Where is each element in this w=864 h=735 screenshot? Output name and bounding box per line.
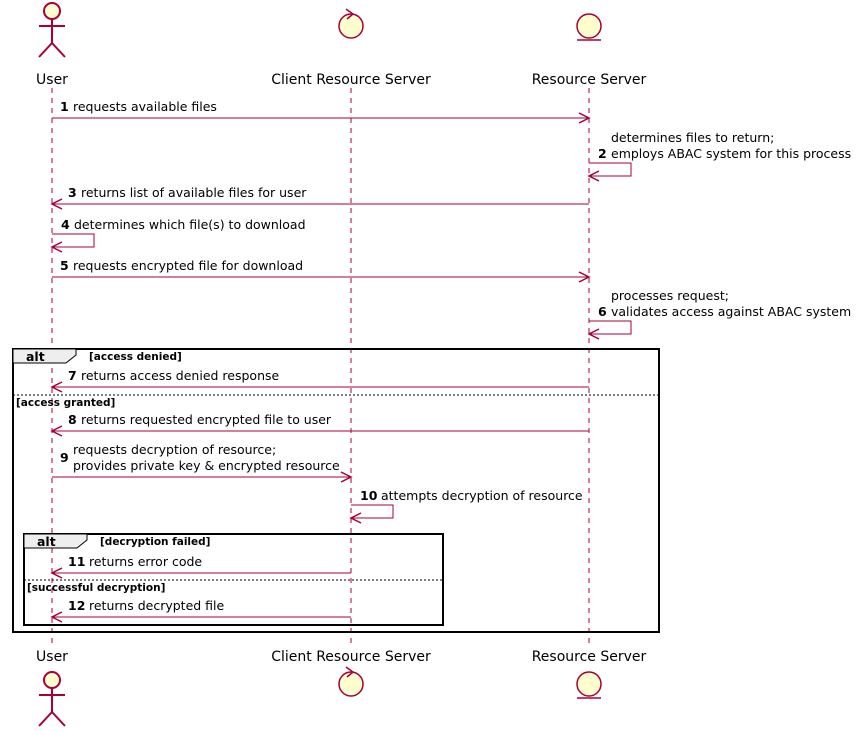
message-text: attempts decryption of resource <box>381 488 583 503</box>
message-text: returns access denied response <box>81 368 280 383</box>
participant-head-rs: Resource Server <box>532 13 647 88</box>
participant-head-crs: Client Resource Server <box>271 8 431 88</box>
arrowhead <box>50 425 63 437</box>
arrowhead <box>578 271 591 283</box>
message-number: 11 <box>68 554 85 569</box>
self-arrow <box>589 162 632 177</box>
message-number: 2 <box>598 146 607 161</box>
lifelines <box>51 88 590 645</box>
message-2: 2 determines files to return;employs ABAC… <box>587 130 851 182</box>
arrowhead <box>50 198 63 210</box>
participant-label-rs-bottom: Resource Server <box>532 649 647 665</box>
arrowhead <box>50 241 63 253</box>
message-number: 6 <box>598 304 607 319</box>
message-text: determines files to return; <box>611 130 774 145</box>
arrowhead <box>578 112 591 124</box>
fragment-else-guard: [access granted] <box>16 397 115 409</box>
message-number: 4 <box>61 217 70 232</box>
participant-foot-rs: Resource Server <box>532 649 647 699</box>
message-5: 5 requests encrypted file for download <box>52 258 591 283</box>
message-1: 1 requests available files <box>52 99 591 124</box>
message-text: requests encrypted file for download <box>73 258 303 273</box>
self-arrow <box>351 504 394 519</box>
arrowhead <box>50 567 63 579</box>
fragment-frames: alt [access denied] [access granted] alt [de… <box>12 348 660 633</box>
entity-icon <box>576 671 602 699</box>
fragment-tag-box <box>12 348 77 364</box>
actor-icon <box>38 671 66 727</box>
message-number: 10 <box>360 488 378 503</box>
arrowhead <box>50 611 63 623</box>
fragment-else-guard: [successful decryption] <box>27 582 165 594</box>
message-text: requests decryption of resource; <box>73 442 276 457</box>
entity-icon <box>576 13 602 41</box>
arrowhead <box>50 381 63 393</box>
fragment-tag: alt <box>26 349 45 364</box>
control-icon <box>338 666 364 697</box>
message-text: determines which file(s) to download <box>74 217 306 232</box>
fragment-guard: [access denied] <box>89 351 182 363</box>
message-text: returns error code <box>89 554 202 569</box>
arrowhead <box>340 471 353 483</box>
alt-fragment-2: alt [decryption failed] [successful decryp… <box>23 533 444 626</box>
message-number: 12 <box>68 598 85 613</box>
participant-label-user: User <box>36 72 68 88</box>
control-icon <box>338 8 364 39</box>
participant-label-crs: Client Resource Server <box>271 72 431 88</box>
message-3: 3 returns list of available files for use… <box>50 185 589 210</box>
message-number: 1 <box>60 99 69 114</box>
message-text: processes request; <box>611 288 729 303</box>
message-text: returns requested encrypted file to user <box>81 412 332 427</box>
arrowhead <box>349 512 362 524</box>
message-text: requests available files <box>73 99 217 114</box>
arrowhead <box>587 328 600 340</box>
participant-foot-crs: Client Resource Server <box>271 649 431 697</box>
self-arrow <box>589 320 632 335</box>
fragment-tag-box <box>23 533 88 549</box>
message-6: 6 processes request;validates access agai… <box>587 288 851 340</box>
message-number: 9 <box>60 450 69 465</box>
message-text: returns list of available files for user <box>81 185 307 200</box>
fragment-tag: alt <box>37 534 56 549</box>
message-11: 11 returns error code <box>50 554 351 579</box>
message-number: 5 <box>60 258 69 273</box>
message-number: 3 <box>68 185 77 200</box>
message-9: 9 requests decryption of resource;provide… <box>52 442 353 483</box>
message-text: provides private key & encrypted resourc… <box>73 458 340 473</box>
message-text: employs ABAC system for this process <box>611 146 851 161</box>
participant-head-user: User <box>36 2 68 88</box>
fragment-guard: [decryption failed] <box>100 536 210 548</box>
participant-label-user-bottom: User <box>36 649 68 665</box>
arrowhead <box>587 170 600 182</box>
message-7: 7 returns access denied response <box>50 368 589 393</box>
message-number: 8 <box>68 412 77 427</box>
participant-label-rs: Resource Server <box>532 72 647 88</box>
messages: 1 requests available files 2 determines fil… <box>50 99 851 623</box>
alt-fragment-1: alt [access denied] [access granted] <box>12 348 660 633</box>
message-4: 4 determines which file(s) to download <box>50 217 306 253</box>
fragment-border <box>12 348 660 633</box>
message-8: 8 returns requested encrypted file to use… <box>50 412 589 437</box>
message-number: 7 <box>68 368 77 383</box>
self-arrow <box>52 233 95 248</box>
participant-label-crs-bottom: Client Resource Server <box>271 649 431 665</box>
message-text: validates access against ABAC system <box>611 304 851 319</box>
actor-icon <box>38 2 66 58</box>
message-text: returns decrypted file <box>89 598 225 613</box>
participant-foot-user: User <box>36 649 68 727</box>
message-12: 12 returns decrypted file <box>50 598 351 623</box>
